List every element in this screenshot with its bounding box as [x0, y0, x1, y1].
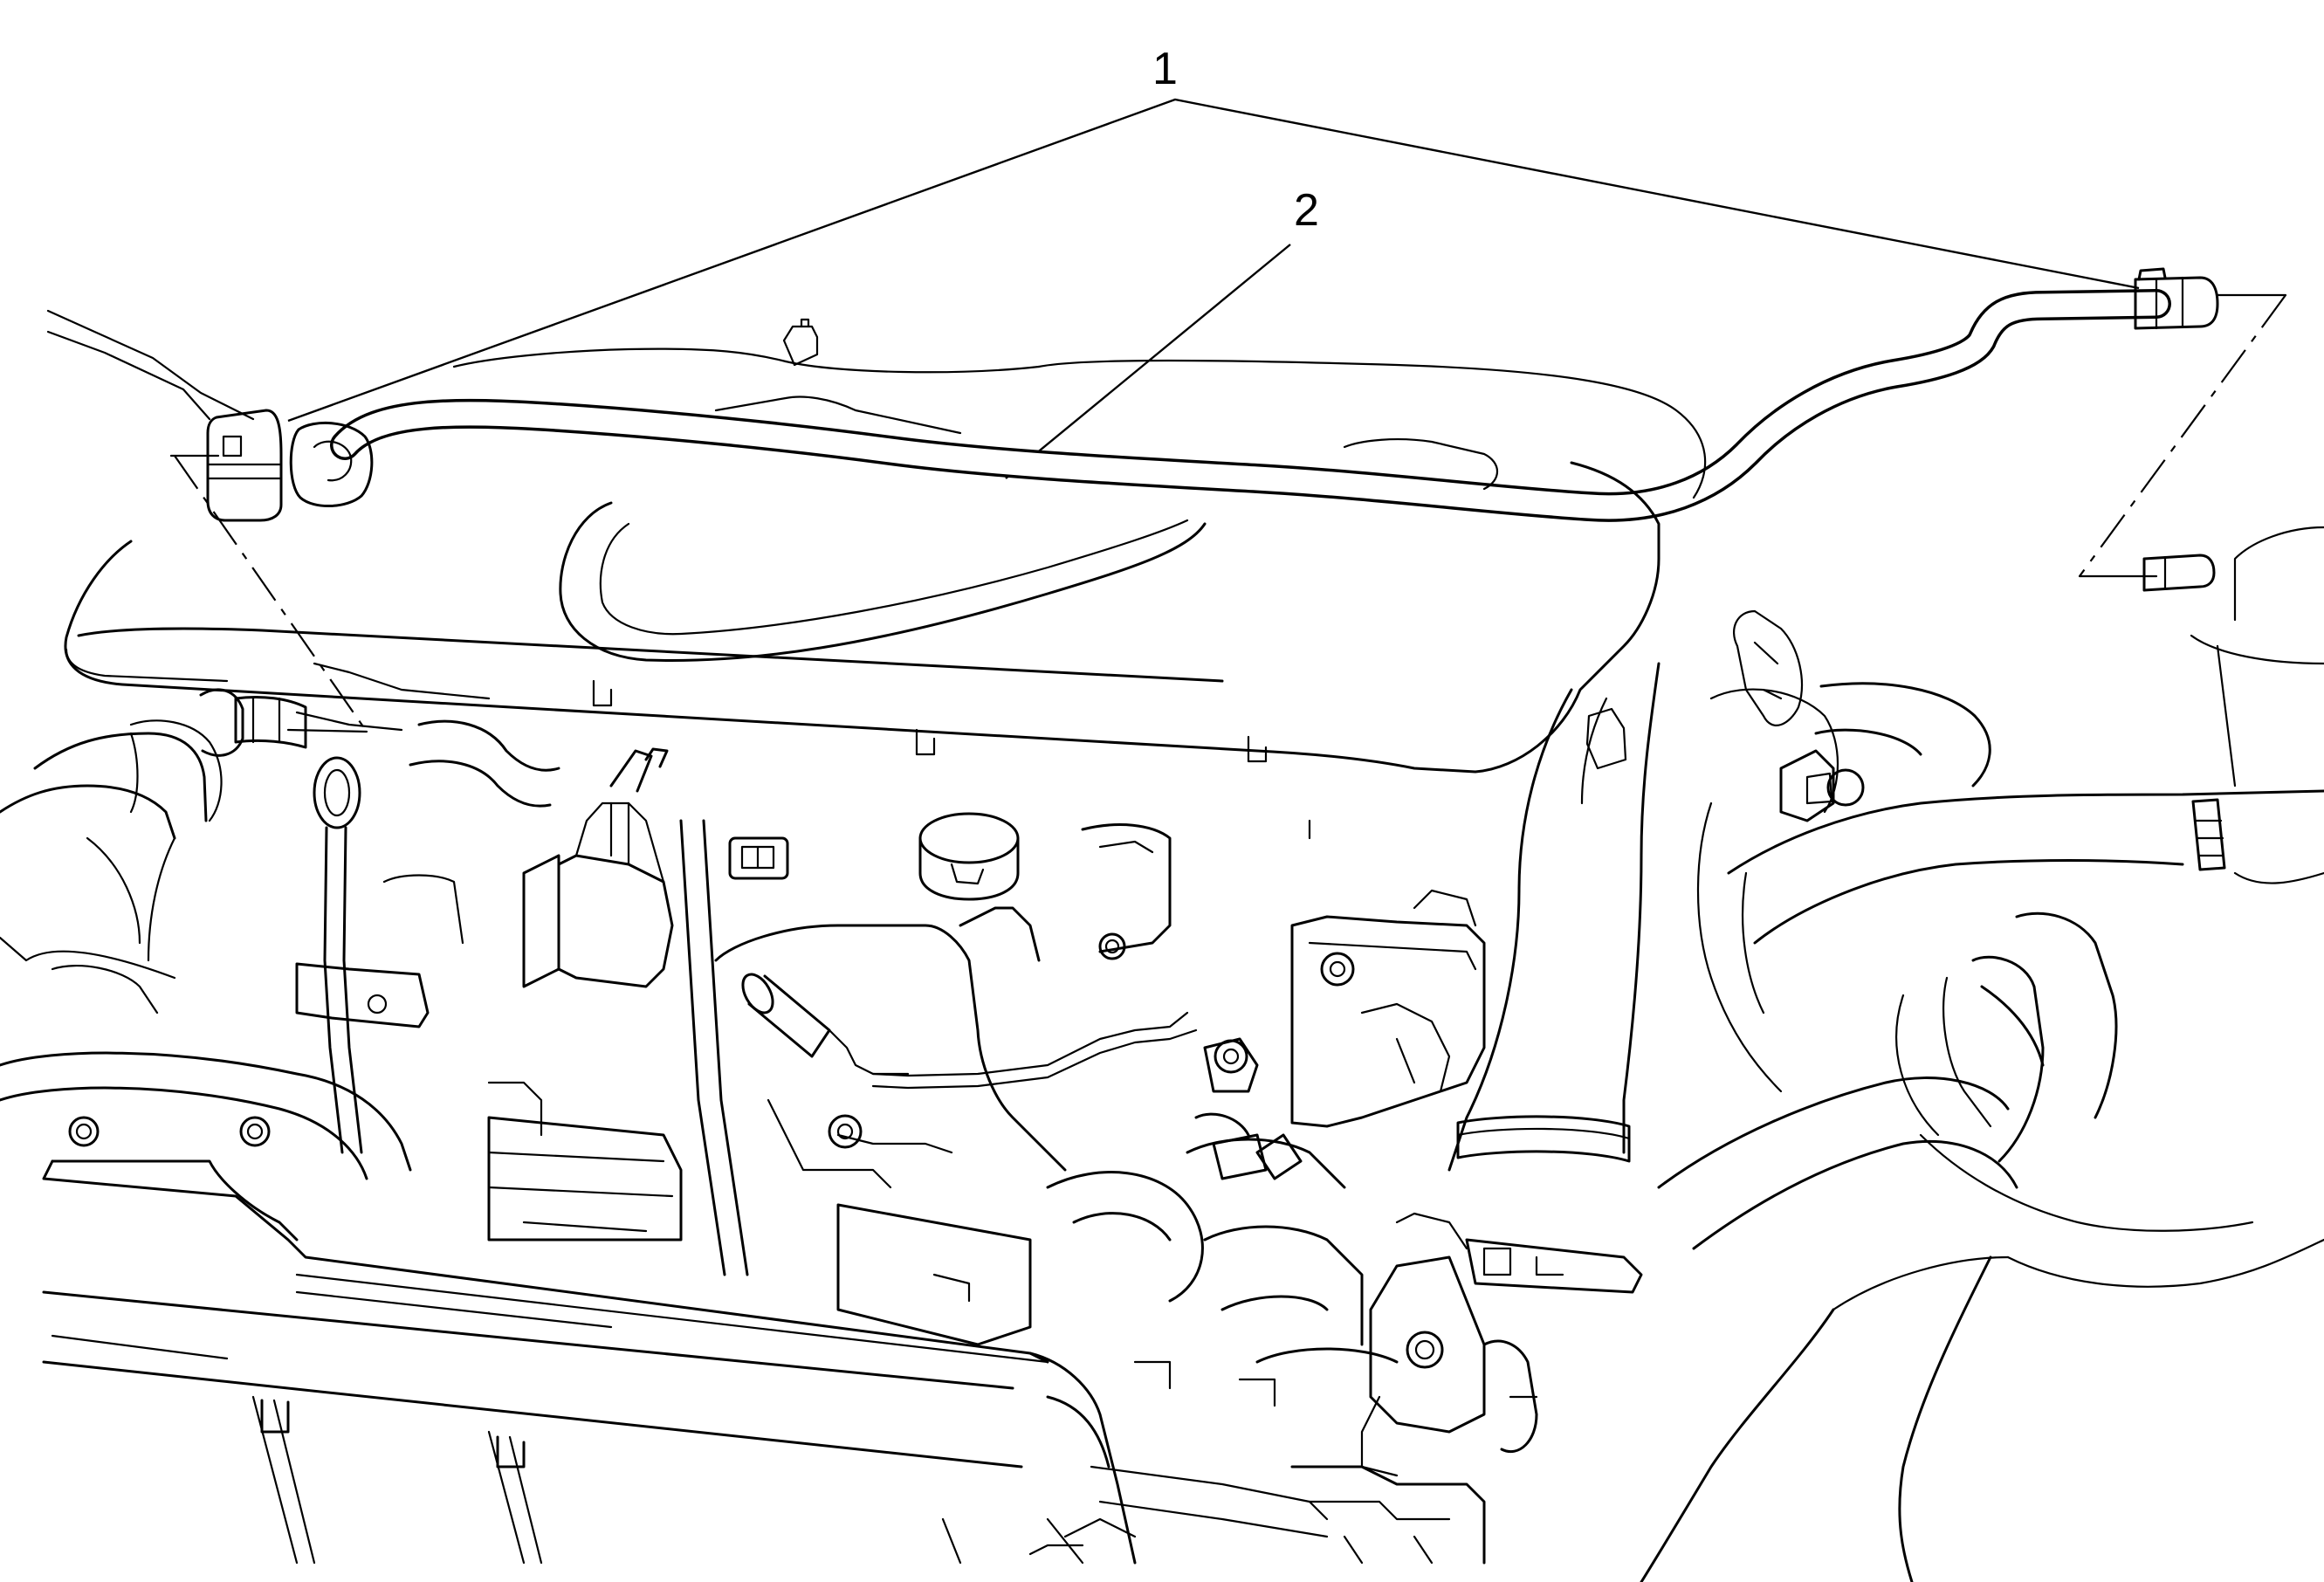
dipstick-handle: [313, 756, 363, 1154]
left-detail-boundary-bottom: [286, 728, 368, 733]
front-frame: [42, 1159, 1486, 1565]
callout-1-label: 1: [1152, 44, 1178, 94]
callout-1-group: 1: [287, 44, 2140, 423]
oil-filler-cap: [918, 812, 1020, 901]
callout-1-leader: [287, 98, 2140, 423]
coil-pack: [557, 747, 674, 988]
engine-mount: [1360, 1255, 1538, 1477]
engine-cover-rear-ridge: [452, 347, 787, 368]
right-detail-fitting: [2142, 554, 2216, 592]
callout-2-label: 2: [1294, 185, 1319, 236]
left-quick-connector: [206, 409, 374, 522]
right-side-hoses: [1640, 526, 2324, 1582]
engine-cover: [46, 309, 1707, 840]
callout-2-group: 2: [1005, 185, 1319, 479]
engine-cover-outline: [64, 461, 1660, 774]
right-detail-boundary: [2079, 294, 2286, 577]
hose-assembly: [206, 267, 2219, 592]
electrical-connector: [728, 836, 789, 880]
throttle-bracket: [1290, 889, 1486, 1128]
right-quick-connector: [2134, 267, 2219, 330]
engine-cover-center-panel: [559, 501, 1207, 662]
engine-cover-top-edge: [46, 309, 255, 421]
engine-components: [0, 662, 1835, 1477]
intake-tube: [1447, 609, 1804, 1172]
vapor-hose-inner: [333, 292, 2169, 519]
camshaft-sensor: [741, 973, 910, 1076]
